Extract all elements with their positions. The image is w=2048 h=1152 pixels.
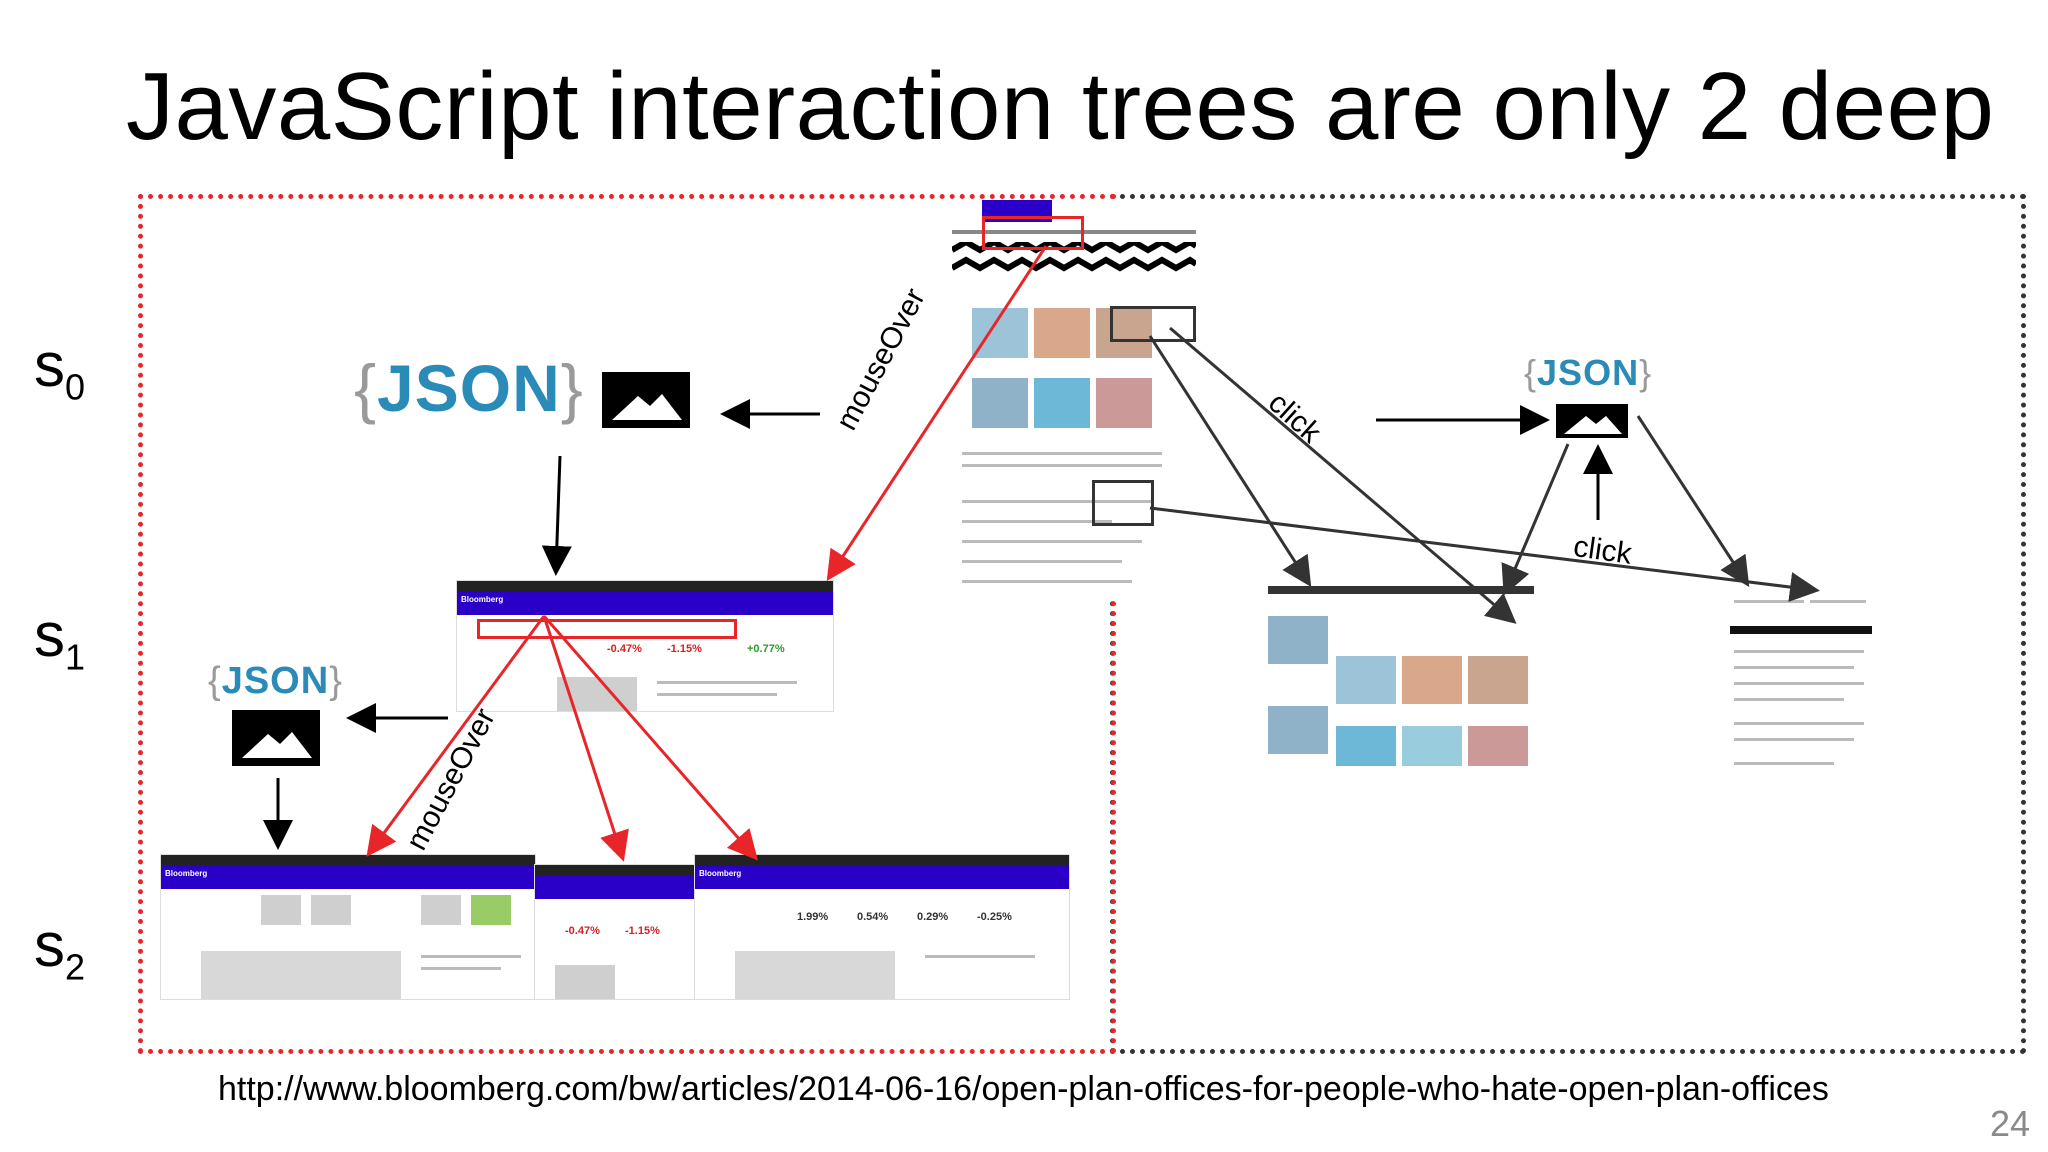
arrow-json-to-s1	[541, 455, 572, 576]
arrow-mouseover-s1-a	[366, 615, 546, 857]
arrow-json-to-comments	[1636, 415, 1750, 588]
state-label-s1: s1	[34, 601, 86, 678]
arrow-mouseover-s1-b	[542, 615, 629, 862]
click-target-highlight-2	[1092, 480, 1154, 526]
brand-logo: Bloomberg	[461, 595, 503, 611]
hover-target-highlight	[982, 216, 1084, 250]
page-number: 24	[1990, 1103, 2031, 1144]
json-badge-s0: {JSON}	[354, 351, 584, 425]
click-result-articles	[1268, 586, 1534, 786]
state-label-s0: s0	[34, 331, 86, 408]
screenshot-s1: Bloomberg -0.47% -1.15% +0.77%	[456, 580, 834, 712]
image-icon-click	[1556, 404, 1628, 438]
click-result-comments	[1730, 590, 1872, 780]
mouseover-region-box	[138, 194, 1116, 1054]
arrow-mouseover-s1-c	[542, 615, 758, 861]
source-url: http://www.bloomberg.com/bw/articles/201…	[218, 1070, 1829, 1108]
state-label-s2: s2	[34, 911, 86, 988]
arrow-mouseover-s0	[826, 245, 1048, 582]
screenshot-s2-b: -0.47% -1.15%	[534, 864, 696, 1000]
menu-highlight	[477, 619, 737, 639]
arrow-click-1-articles	[1148, 335, 1312, 588]
arrow-click-2-comments	[1149, 506, 1820, 602]
json-badge-s1: {JSON}	[208, 660, 343, 702]
json-badge-click: {JSON}	[1524, 352, 1653, 393]
screenshot-s2-a: Bloomberg	[160, 854, 536, 1000]
screenshot-s2-c: Bloomberg 1.99% 0.54% 0.29% -0.25%	[694, 854, 1070, 1000]
arrow-click-1-comments	[1169, 326, 1517, 624]
arrow-json-to-articles	[1501, 443, 1570, 596]
slide-title: JavaScript interaction trees are only 2 …	[126, 53, 1995, 160]
image-icon-s1	[232, 710, 320, 766]
image-icon-s0	[602, 372, 690, 428]
source-page-screenshot	[952, 200, 1196, 600]
